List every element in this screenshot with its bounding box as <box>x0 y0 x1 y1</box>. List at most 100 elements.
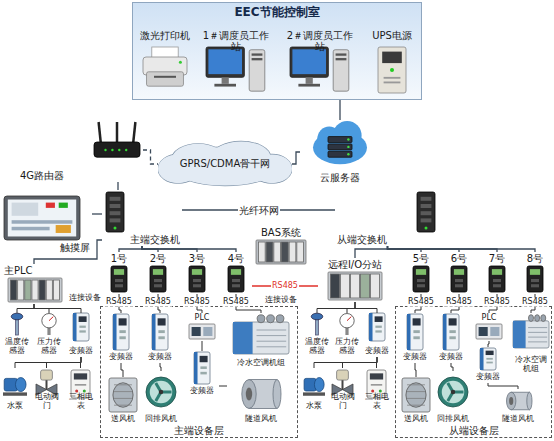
node-label: 温度传感器 <box>304 338 330 356</box>
fanbox-icon <box>402 378 430 412</box>
icon-part <box>113 314 129 350</box>
icon-part <box>407 405 425 406</box>
icon-part <box>113 314 117 350</box>
fanround-icon <box>438 377 468 407</box>
bus-label: RS485 <box>271 282 299 291</box>
icon-part <box>333 50 349 91</box>
icon-part <box>110 204 121 208</box>
icon-part <box>378 47 406 93</box>
icon-part <box>114 269 124 275</box>
connector <box>92 213 102 214</box>
icon-part <box>328 272 382 300</box>
icon-part <box>341 274 350 298</box>
node-label: 1＃调度员工作站 <box>197 30 275 52</box>
icon-part <box>111 266 127 292</box>
control-room-box: EEC节能控制室激光打印机1＃调度员工作站2＃调度员工作站UPS电源 <box>132 2 422 100</box>
node-label: 8号 <box>526 253 544 264</box>
connector <box>121 363 123 377</box>
icon-part <box>118 149 120 151</box>
connector <box>292 152 300 164</box>
connector <box>355 246 388 258</box>
icon-part <box>541 315 546 322</box>
icon-part <box>486 358 492 360</box>
connector-label: RS485 <box>445 298 473 307</box>
vfd-icon <box>152 314 168 350</box>
vfd-node: 变频器 <box>399 313 431 363</box>
node-label: 6号 <box>450 253 468 264</box>
node-label: 4号 <box>227 253 245 264</box>
node-label: 云服务器 <box>319 172 361 183</box>
icon-part <box>274 242 281 262</box>
icon-part <box>528 327 547 328</box>
pump-node: 水泵 <box>303 368 325 412</box>
vfdk-icon <box>489 266 505 292</box>
icon-part <box>336 58 347 60</box>
icon-part <box>119 330 125 333</box>
connector <box>15 357 81 368</box>
icon-part <box>192 327 201 336</box>
node-label: UPS电源 <box>371 30 413 41</box>
node-label: 水泵 <box>305 402 323 411</box>
plc-icon <box>8 278 62 302</box>
icon-part <box>375 326 381 328</box>
plcs-icon <box>189 324 215 339</box>
icon-part <box>146 377 176 407</box>
connector <box>355 302 377 313</box>
icon-part <box>158 330 164 333</box>
fanbox-node: 送风机 <box>399 377 433 425</box>
icon-part <box>119 336 125 339</box>
icon-part <box>528 315 533 322</box>
icon-part <box>443 314 447 350</box>
press-node: 压力传感器 <box>34 313 64 357</box>
icon-part <box>193 279 201 282</box>
icon-part <box>370 373 383 379</box>
icon-part <box>252 58 263 60</box>
icon-part <box>528 341 547 342</box>
icon-part <box>257 335 287 336</box>
vfd-node: 变频器 <box>363 313 391 357</box>
icon-part <box>416 269 426 275</box>
connector <box>314 357 377 368</box>
icon-part <box>480 348 484 370</box>
icon-part <box>106 192 124 232</box>
icon-part <box>53 280 59 300</box>
icon-part <box>179 61 182 64</box>
switch-icon <box>106 192 124 232</box>
node-label: 5号 <box>412 253 430 264</box>
icon-part <box>200 366 206 369</box>
press-icon <box>340 314 354 336</box>
icon-part <box>328 151 352 157</box>
icon-part <box>8 200 76 237</box>
icon-part <box>189 266 205 292</box>
icon-part <box>114 398 132 399</box>
icon-part <box>249 50 265 91</box>
node-label: 冷水空调机组 <box>512 356 550 374</box>
icon-part <box>407 391 425 392</box>
icon-part <box>257 315 265 323</box>
icon-part <box>347 317 351 321</box>
icon-part <box>476 324 502 339</box>
pc-icon <box>290 47 349 91</box>
node-label: 变频器 <box>475 373 501 382</box>
vfdk-icon <box>451 266 467 292</box>
connector <box>339 100 340 120</box>
icon-part <box>252 53 263 55</box>
node-label: 激光打印机 <box>139 30 191 41</box>
chiller-node: 冷水空调机组 <box>225 313 297 369</box>
icon-part <box>449 330 455 333</box>
icon-part <box>337 370 349 380</box>
icon-part <box>59 203 68 208</box>
icon-part <box>535 315 540 322</box>
icon-part <box>421 218 432 222</box>
icon-part <box>231 269 241 275</box>
icon-part <box>12 203 39 216</box>
icon-part <box>189 324 215 339</box>
touch-node: 触摸屏 <box>2 194 92 254</box>
icon-part <box>480 348 496 370</box>
pc-node: 2＃调度员工作站 <box>280 29 360 97</box>
icon-part <box>298 84 320 87</box>
connector-label: RS485 <box>483 298 511 307</box>
icon-part <box>371 390 374 393</box>
router-icon <box>94 122 140 157</box>
icon-part <box>486 351 494 355</box>
